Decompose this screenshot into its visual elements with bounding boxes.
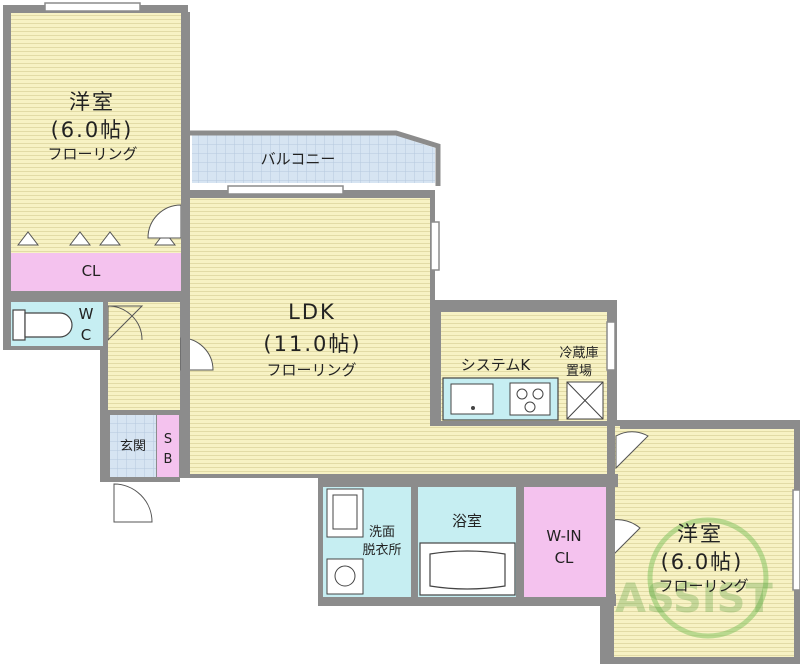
wc-label-c: C (80, 326, 92, 344)
fridge-space (566, 381, 604, 420)
room-name-western-bottom: 洋室 (677, 522, 723, 546)
kitchen-label: システムK (460, 356, 531, 374)
balcony-label: バルコニー (260, 150, 336, 168)
ldk-name: LDK (288, 300, 336, 324)
wc-label-w: W (78, 305, 94, 323)
bath-label: 浴室 (451, 512, 482, 530)
windows (44, 2, 800, 591)
interior-walls (3, 12, 620, 606)
logo-text: ASSIST (615, 576, 773, 622)
washroom-label-2: 脱衣所 (362, 543, 402, 558)
shoebox-label-s: S (163, 432, 173, 447)
toilet-icon (12, 309, 73, 341)
kitchen-counter (442, 377, 559, 421)
fridge-label-1: 冷蔵庫 (559, 346, 599, 361)
closet-label-top: CL (81, 262, 101, 280)
room-floor-western-top: フローリング (47, 145, 138, 163)
entrance-label: 玄関 (119, 439, 146, 454)
shoebox-label-b: B (163, 452, 173, 467)
room-size-western-bottom: (6.0帖) (660, 550, 744, 574)
ldk-size: (11.0帖) (263, 332, 362, 356)
room-floor-western-bottom: フローリング (658, 577, 749, 595)
logo: ASSIST (615, 517, 773, 639)
floors (11, 13, 794, 657)
fridge-label-2: 置場 (565, 364, 592, 379)
washroom-label-1: 洗面 (368, 525, 395, 540)
wic-label-1: W-IN (546, 527, 582, 545)
ldk-floor: フローリング (266, 361, 357, 379)
closet-doors (16, 231, 177, 246)
room-name-western-top: 洋室 (69, 90, 115, 114)
bathtub-icon (419, 542, 516, 596)
balcony-rail (190, 130, 441, 186)
room-size-western-top: (6.0帖) (50, 118, 134, 142)
wic-label-2: CL (554, 549, 574, 567)
